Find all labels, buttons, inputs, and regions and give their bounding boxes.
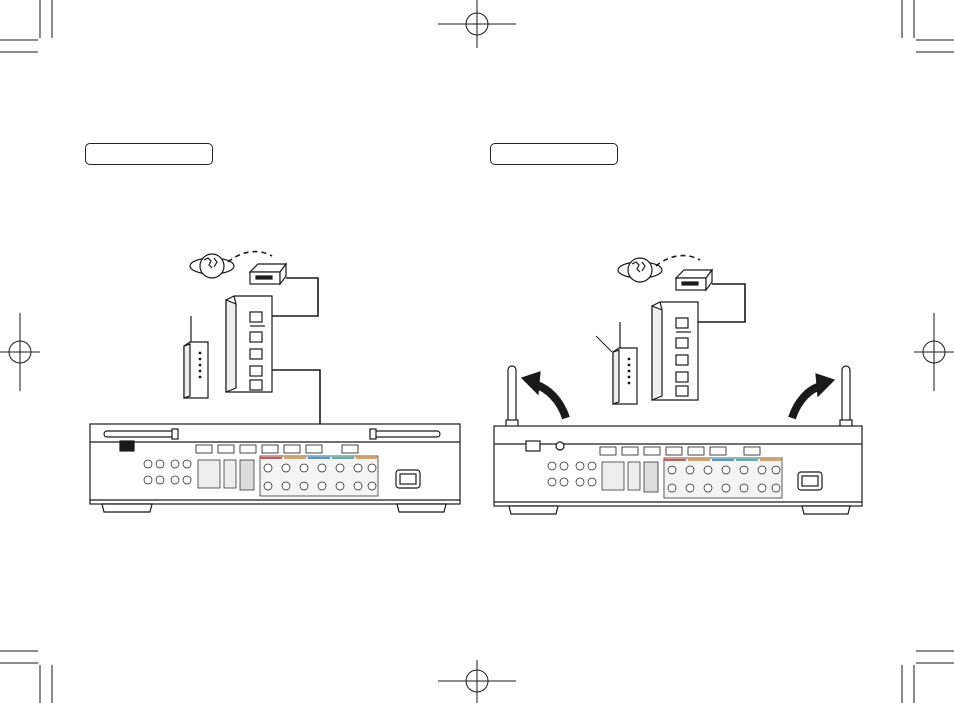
speaker-terminals (259, 455, 379, 497)
antenna-right-folded (371, 430, 441, 438)
panel-label-wireless (490, 143, 618, 165)
callout-leader (595, 335, 613, 353)
panel-label-wired (85, 143, 213, 165)
av-receiver-rear-panel (89, 423, 461, 513)
registration-mark-top (438, 0, 516, 48)
lan-port (525, 440, 541, 452)
modem-router-cable (272, 277, 319, 317)
internet-link (227, 250, 273, 263)
modem-router-cable (698, 283, 746, 323)
globe-icon (189, 253, 235, 279)
lan-port (119, 440, 135, 452)
registration-mark-right (914, 313, 954, 391)
wired-panel (89, 250, 461, 513)
antenna-right-raised (839, 365, 853, 429)
registration-mark-left (0, 313, 40, 391)
wireless-access-point-icon (183, 316, 209, 399)
modem-icon (248, 262, 288, 286)
curved-arrow-icon (520, 371, 570, 420)
globe-icon (617, 257, 663, 283)
antenna-left-folded (103, 430, 175, 438)
curved-arrow-icon (788, 373, 836, 420)
router-icon (225, 295, 273, 393)
modem-icon (674, 268, 714, 292)
registration-mark-bottom (438, 660, 516, 703)
router-icon (651, 301, 699, 401)
speaker-terminals (663, 457, 783, 499)
wireless-panel (493, 254, 863, 515)
internet-link (655, 254, 701, 267)
antenna-left-raised (505, 365, 519, 429)
wireless-access-point-icon (595, 322, 638, 405)
av-receiver-rear-panel (493, 425, 863, 515)
